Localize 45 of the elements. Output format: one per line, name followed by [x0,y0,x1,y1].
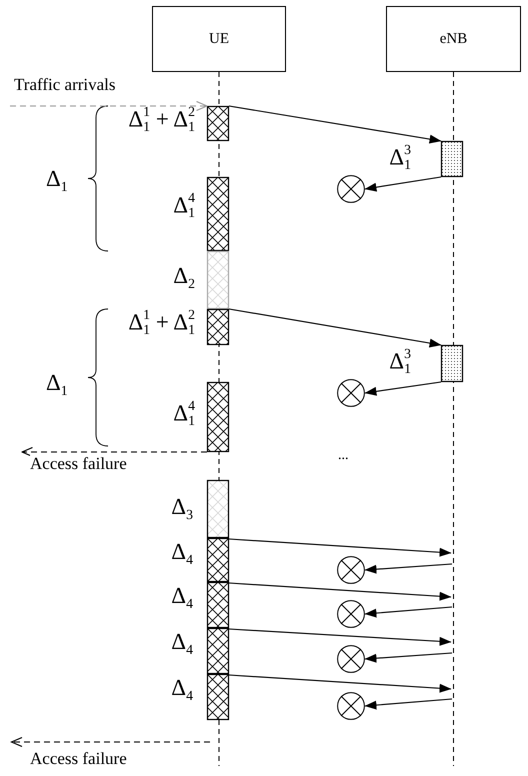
interval-label: Δ$_{1}$ [46,369,68,400]
failure-symbol [337,175,365,203]
failure-symbol [337,379,365,407]
processing-bar [441,141,463,177]
duration-label: Δ$_{3}$ [171,493,193,524]
activation-bar [207,251,229,309]
message-arrow [364,606,452,618]
participant-name: UE [209,30,229,48]
duration-label: Δ$_{4}$ [171,628,193,658]
activation-bar [207,309,229,345]
message-arrow [228,674,452,693]
message-arrow [228,105,442,144]
failure-symbol [337,645,365,673]
duration-label: Δ$_{4}$ [171,538,193,568]
message-arrow [21,446,207,458]
participant-box [386,6,521,72]
activation-bar [207,582,229,628]
interval-label: Δ$_{1}$ [46,165,68,196]
activation-bar [207,177,229,251]
failure-symbol [337,600,365,628]
activation-bar [207,628,229,674]
participant-box [152,6,286,72]
message-arrow [364,652,452,663]
message-arrow [364,176,442,192]
failure-symbol [337,692,365,720]
activation-bar [207,538,229,582]
message-arrow [364,698,452,710]
message-arrow [10,100,208,112]
message-arrow [228,308,442,348]
duration-label: Δ$_{2}$ [173,262,195,292]
message-arrow [364,381,442,396]
message-arrow [228,582,452,601]
duration-label: Δ$_{4}$ [171,582,193,612]
activation-bar [207,480,229,538]
activation-bar [207,382,229,452]
message-arrow [364,563,452,574]
activation-bar [207,106,229,141]
duration-label: Δ$_{4}$ [171,674,193,704]
processing-bar [441,345,463,382]
message-arrow [228,628,452,646]
participant-name: eNB [440,30,468,48]
message-arrow [228,538,452,557]
activation-bar [207,674,229,720]
ellipsis-label: ... [338,448,348,465]
failure-symbol [337,556,365,584]
